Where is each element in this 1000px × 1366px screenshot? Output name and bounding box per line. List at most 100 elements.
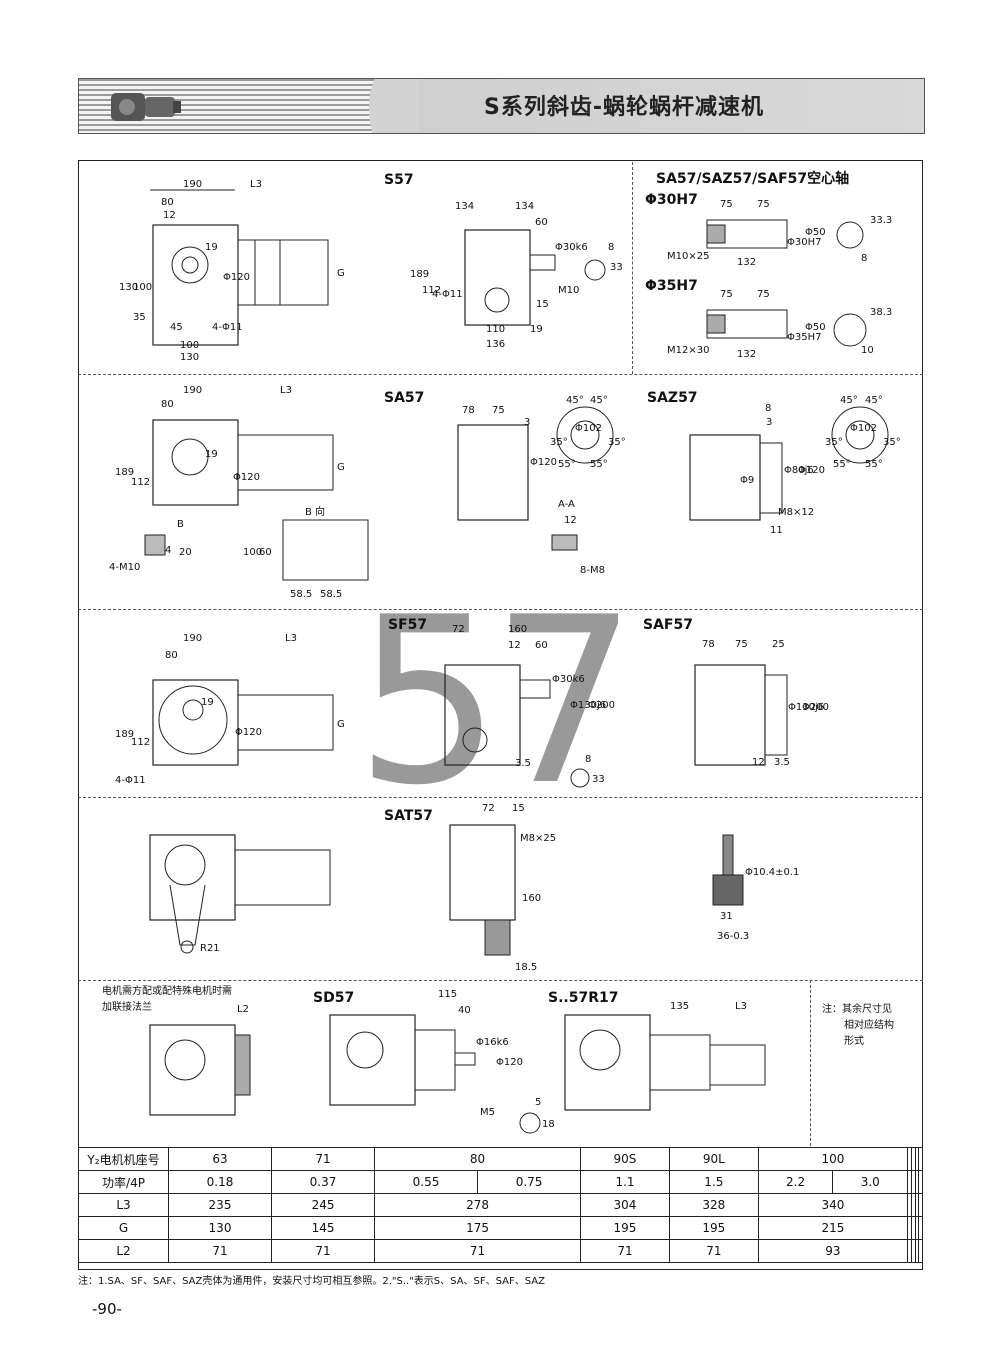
svg-text:15: 15 — [512, 803, 525, 814]
svg-text:8: 8 — [608, 242, 614, 253]
svg-text:136: 136 — [486, 339, 505, 350]
svg-text:Φ9: Φ9 — [740, 475, 754, 486]
label-hollow-35h7: Φ35H7 — [645, 278, 698, 294]
remark-note: 注：其余尺寸见 相对应结构 形式 — [822, 1002, 894, 1050]
svg-text:75: 75 — [757, 199, 770, 210]
svg-text:33: 33 — [592, 774, 605, 785]
svg-text:80: 80 — [161, 399, 174, 410]
svg-text:132: 132 — [737, 349, 756, 360]
table-cell: 71 — [271, 1147, 376, 1171]
svg-text:110: 110 — [486, 324, 505, 335]
svg-text:3: 3 — [766, 417, 772, 428]
svg-text:Φ10.4±0.1: Φ10.4±0.1 — [745, 867, 799, 878]
svg-text:58.5: 58.5 — [320, 589, 342, 600]
svg-text:75: 75 — [720, 199, 733, 210]
svg-text:Φ130j6: Φ130j6 — [788, 702, 824, 713]
table-cell: 71 — [668, 1239, 759, 1263]
banner-bar — [419, 79, 924, 133]
svg-text:55°: 55° — [833, 459, 851, 470]
table-cell: 340 — [757, 1193, 909, 1217]
page-title: S系列斜齿-蜗轮蜗杆减速机 — [484, 95, 764, 120]
label-saf57: SAF57 — [643, 617, 693, 633]
motor-note: 电机需方配或配特殊电机时需 加联接法兰 — [102, 984, 232, 1016]
motor-note-line2: 加联接法兰 — [102, 1002, 152, 1013]
table-cell: 1.5 — [668, 1170, 759, 1194]
svg-text:L3: L3 — [250, 179, 262, 190]
table-row-head: L3 — [78, 1193, 169, 1217]
svg-text:12: 12 — [752, 757, 765, 768]
table-cell: 145 — [271, 1216, 376, 1240]
svg-text:B 向: B 向 — [305, 505, 325, 518]
svg-text:18: 18 — [542, 1119, 555, 1130]
svg-text:75: 75 — [492, 405, 505, 416]
header-banner: S系列斜齿-蜗轮蜗杆减速机 — [78, 78, 925, 134]
table-cell: 215 — [757, 1216, 909, 1240]
label-sat57: SAT57 — [384, 808, 433, 824]
svg-text:33.3: 33.3 — [870, 215, 892, 226]
svg-text:115: 115 — [438, 989, 457, 1000]
svg-text:Φ30H7: Φ30H7 — [787, 237, 821, 248]
svg-text:M5: M5 — [480, 1107, 495, 1118]
table-cell: 71 — [271, 1239, 376, 1263]
svg-text:15: 15 — [536, 299, 549, 310]
svg-text:Φ200: Φ200 — [588, 700, 615, 711]
svg-text:G: G — [337, 719, 345, 730]
table-cell: 304 — [580, 1193, 670, 1217]
svg-text:L3: L3 — [285, 633, 297, 644]
svg-text:4-Φ11: 4-Φ11 — [115, 775, 146, 786]
svg-text:10: 10 — [861, 345, 874, 356]
svg-text:78: 78 — [702, 639, 715, 650]
svg-text:19: 19 — [205, 449, 218, 460]
svg-text:100: 100 — [180, 340, 199, 351]
svg-text:55°: 55° — [865, 459, 883, 470]
svg-text:4-Φ11: 4-Φ11 — [432, 289, 463, 300]
svg-text:Φ120: Φ120 — [496, 1057, 523, 1068]
table-row-head: L2 — [78, 1239, 169, 1263]
svg-text:12: 12 — [564, 515, 577, 526]
svg-text:Φ16k6: Φ16k6 — [476, 1037, 509, 1048]
svg-text:A-A: A-A — [558, 499, 575, 510]
section-divider — [78, 797, 923, 798]
svg-text:L3: L3 — [735, 1001, 747, 1012]
svg-text:189: 189 — [115, 729, 134, 740]
svg-text:11: 11 — [770, 525, 783, 536]
table-cell — [918, 1147, 923, 1171]
svg-text:M10×25: M10×25 — [667, 251, 709, 262]
svg-text:12: 12 — [508, 640, 521, 651]
svg-text:G: G — [337, 268, 345, 279]
svg-text:Φ50: Φ50 — [805, 322, 826, 333]
svg-text:100: 100 — [133, 282, 152, 293]
drawing-flange: L2 — [149, 1004, 251, 1116]
svg-text:M8×25: M8×25 — [520, 833, 556, 844]
svg-text:160: 160 — [522, 893, 541, 904]
svg-text:4-Φ11: 4-Φ11 — [212, 322, 243, 333]
svg-text:5: 5 — [535, 1097, 541, 1108]
svg-text:75: 75 — [757, 289, 770, 300]
svg-text:L3: L3 — [280, 385, 292, 396]
section-divider — [78, 609, 923, 610]
table-cell: 0.55 — [374, 1170, 479, 1194]
svg-text:160: 160 — [508, 624, 527, 635]
svg-text:189: 189 — [410, 269, 429, 280]
table-row-head: 功率/4P — [78, 1170, 169, 1194]
svg-text:19: 19 — [530, 324, 543, 335]
svg-text:132: 132 — [737, 257, 756, 268]
svg-text:78: 78 — [462, 405, 475, 416]
svg-text:B: B — [177, 519, 184, 530]
svg-text:35°: 35° — [608, 437, 626, 448]
table-cell: 93 — [757, 1239, 909, 1263]
svg-text:130: 130 — [180, 352, 199, 363]
table-cell: 245 — [271, 1193, 376, 1217]
table-cell: 71 — [167, 1239, 273, 1263]
gear-motor-thumbnail — [111, 93, 181, 121]
svg-text:19: 19 — [201, 697, 214, 708]
